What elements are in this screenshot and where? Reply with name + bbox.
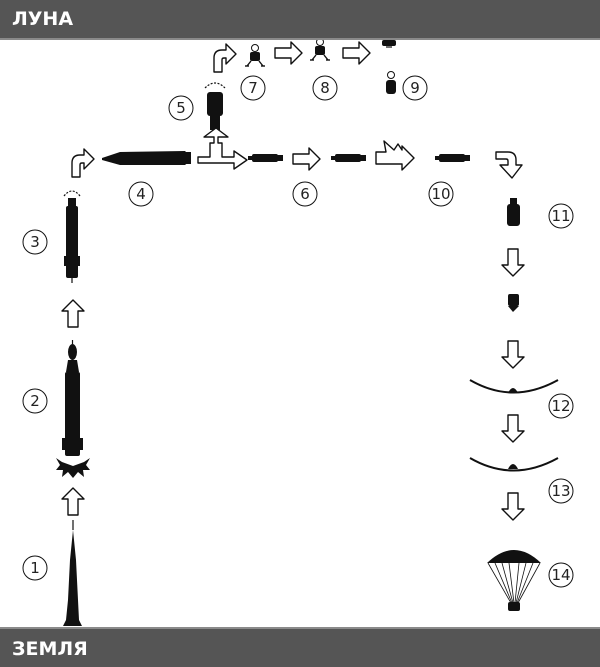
moon-label: ЛУНА [12,8,74,30]
moon-banner: ЛУНА [0,0,600,40]
svg-text:14: 14 [551,566,570,584]
orbit-craft-c [435,154,470,162]
step-marker-3: 3 [22,229,48,255]
svg-text:9: 9 [410,79,420,97]
arrow-down-icon [501,492,525,521]
earth-label: ЗЕМЛЯ [12,638,88,660]
step-marker-9: 9 [402,75,428,101]
curved-down-arrow-icon [495,151,523,179]
svg-text:5: 5 [176,99,186,117]
step-marker-14: 14 [548,562,574,588]
entry-arc-second [469,457,559,472]
arrow-down-icon [501,340,525,369]
step-marker-10: 10 [428,181,454,207]
curved-arrow-icon [213,43,237,73]
spacecraft-vertical [204,82,226,130]
step-marker-5: 5 [168,95,194,121]
arrow-right-icon [342,41,371,65]
svg-text:4: 4 [136,185,146,203]
svg-text:6: 6 [300,185,310,203]
lander-on-surface [309,37,331,61]
orbit-craft-a [248,154,283,162]
step-marker-13: 13 [548,478,574,504]
branch-arrow-icon [197,127,248,170]
orbit-craft-b [331,154,366,162]
arrow-right-icon [292,147,321,171]
svg-text:3: 3 [30,233,40,251]
entry-arc-first [469,379,559,394]
lander-descent [244,43,266,67]
launch-vehicle-on-pad [63,520,82,626]
step-marker-11: 11 [548,203,574,229]
exhaust-flame [56,458,90,478]
arrow-down-icon [501,414,525,443]
svg-text:12: 12 [551,397,570,415]
arrow-up-icon [61,299,85,328]
svg-text:13: 13 [551,482,570,500]
svg-text:11: 11 [551,207,570,225]
step-marker-2: 2 [22,388,48,414]
step-marker-12: 12 [548,393,574,419]
svg-text:2: 2 [30,392,40,410]
ascent-stage [386,71,396,94]
docking-arrow-icon [375,140,415,171]
svg-text:10: 10 [431,185,450,203]
lander-ascent [382,40,396,48]
svg-text:8: 8 [320,79,330,97]
upper-stage-stack [63,190,81,283]
parachute-landing [487,550,541,611]
arrow-right-icon [274,41,303,65]
translunar-stack [102,151,191,165]
step-marker-6: 6 [292,181,318,207]
svg-text:1: 1 [30,559,40,577]
step-marker-7: 7 [240,75,266,101]
curved-arrow-icon [71,148,95,178]
rocket-in-flight [62,340,83,456]
step-marker-1: 1 [22,555,48,581]
step-marker-4: 4 [128,181,154,207]
svg-text:7: 7 [248,79,258,97]
step-marker-8: 8 [312,75,338,101]
return-module [507,198,520,226]
earth-banner: ЗЕМЛЯ [0,627,600,667]
arrow-down-icon [501,248,525,277]
capsule-after-separation [508,294,519,312]
arrow-up-icon [61,487,85,516]
